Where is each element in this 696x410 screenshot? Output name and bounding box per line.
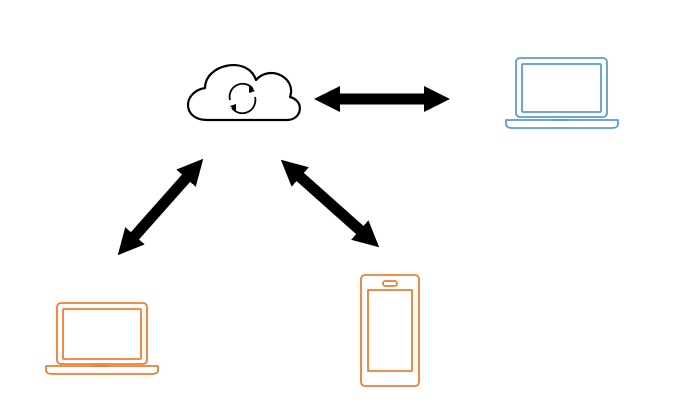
laptop-icon-blue — [505, 57, 619, 129]
cloud-sync-icon — [187, 64, 301, 122]
smartphone-icon-orange — [360, 274, 420, 387]
double-arrow-cloud-to-phone — [280, 159, 380, 248]
laptop-icon-orange — [45, 302, 159, 375]
double-arrow-cloud-to-orange-laptop — [117, 158, 204, 256]
